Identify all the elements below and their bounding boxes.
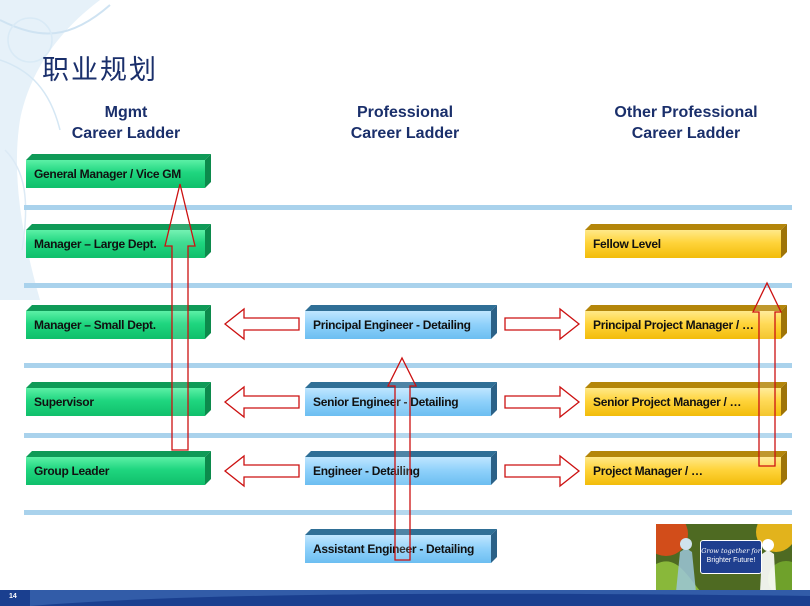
other-box-label: Senior Project Manager / … [593,395,742,409]
other-box-label: Project Manager / … [593,464,703,478]
mgmt-box-general-manager: General Manager / Vice GM [26,160,205,188]
column-header-mgmt: Mgmt Career Ladder [26,102,226,144]
bottom-bar [0,590,810,606]
column-header-other: Other Professional Career Ladder [586,102,786,144]
page-number: 14 [9,593,17,600]
column-header-professional-line2: Career Ladder [350,125,460,142]
column-header-professional: Professional Career Ladder [305,102,505,144]
column-header-other-line1: Other Professional [614,104,758,121]
photo-badge-line2: Brighter Future! [706,557,756,564]
mgmt-box-supervisor: Supervisor [26,388,205,416]
separator-line [24,205,792,210]
column-header-professional-line1: Professional [356,104,454,121]
right-arrow-row3 [504,454,581,488]
mgmt-box-label: Group Leader [34,464,110,478]
mgmt-box-group-leader: Group Leader [26,457,205,485]
photo-badge-line1: Grow together for [701,547,761,555]
mgmt-box-label: Supervisor [34,395,94,409]
other-box-senior-pm: Senior Project Manager / … [585,388,781,416]
other-box-principal-pm: Principal Project Manager / … [585,311,781,339]
left-arrow-row1 [223,307,300,341]
right-arrow-row2 [504,385,581,419]
column-header-mgmt-line2: Career Ladder [71,125,181,142]
column-header-other-line2: Career Ladder [631,125,741,142]
right-arrow-row1 [504,307,581,341]
separator-line [24,433,792,438]
page-title: 职业规划 [42,55,158,86]
separator-line [24,363,792,368]
left-arrow-row2 [223,385,300,419]
mgmt-box-label: Manager – Small Dept. [34,318,156,332]
other-box-pm: Project Manager / … [585,457,781,485]
mgmt-box-manager-large: Manager – Large Dept. [26,230,205,258]
column-header-mgmt-line1: Mgmt [104,104,148,121]
professional-box-label: Engineer - Detailing [313,464,420,478]
other-box-fellow-level: Fellow Level [585,230,781,258]
professional-box-label: Principal Engineer - Detailing [313,318,471,332]
professional-box-principal-engineer: Principal Engineer - Detailing [305,311,491,339]
professional-box-engineer: Engineer - Detailing [305,457,491,485]
professional-box-assistant-engineer: Assistant Engineer - Detailing [305,535,491,563]
mgmt-box-manager-small: Manager – Small Dept. [26,311,205,339]
separator-line [24,283,792,288]
corner-decoration [0,0,111,300]
professional-box-label: Senior Engineer - Detailing [313,395,459,409]
professional-box-senior-engineer: Senior Engineer - Detailing [305,388,491,416]
photo-grow-together: Grow together for Brighter Future! [656,524,792,592]
professional-box-label: Assistant Engineer - Detailing [313,542,475,556]
mgmt-box-label: General Manager / Vice GM [34,167,182,181]
mgmt-box-label: Manager – Large Dept. [34,237,157,251]
photo-badge: Grow together for Brighter Future! [700,540,762,574]
separator-line [24,510,792,515]
left-arrow-row3 [223,454,300,488]
other-box-label: Fellow Level [593,237,661,251]
other-box-label: Principal Project Manager / … [593,318,754,332]
